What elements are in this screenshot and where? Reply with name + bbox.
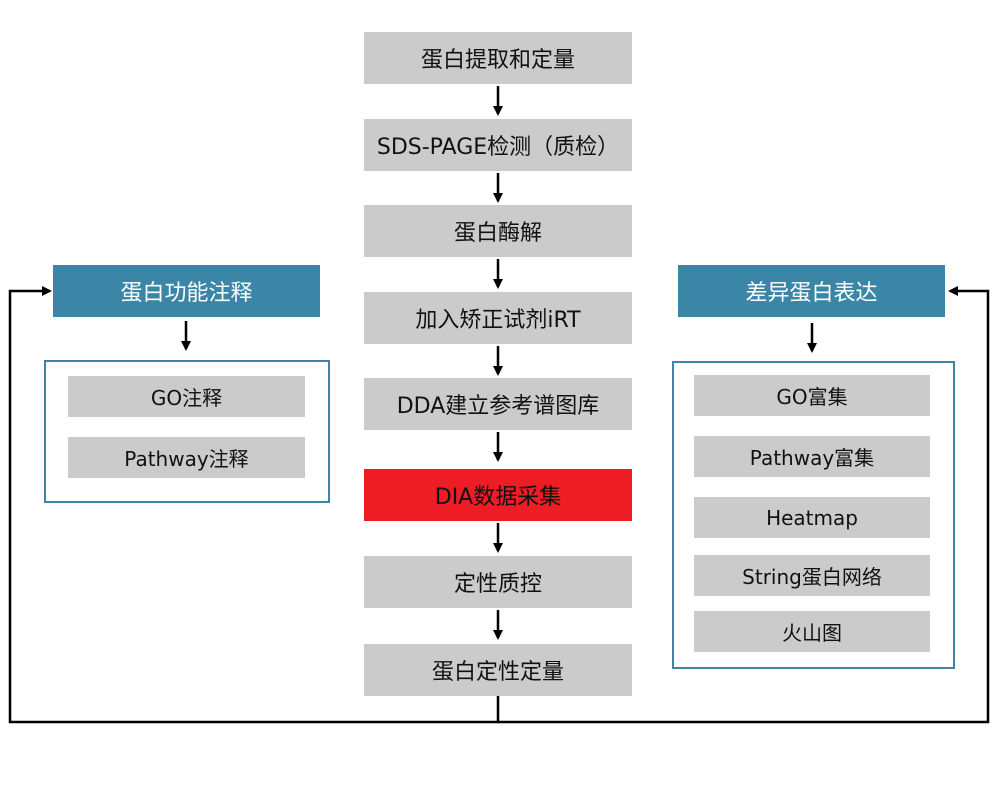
step-sds-page: SDS-PAGE检测（质检）: [364, 119, 632, 171]
right-branch-title: 差异蛋白表达: [678, 265, 945, 317]
feedback-loop-right: [498, 286, 990, 724]
step-dda-library: DDA建立参考谱图库: [364, 378, 632, 430]
right-item-string-network: String蛋白网络: [694, 555, 930, 596]
right-item-volcano: 火山图: [694, 611, 930, 652]
right-item-go: GO富集: [694, 375, 930, 416]
step-digestion: 蛋白酶解: [364, 205, 632, 257]
step-irt: 加入矫正试剂iRT: [364, 292, 632, 344]
step-quantification: 蛋白定性定量: [364, 644, 632, 696]
right-item-heatmap: Heatmap: [694, 497, 930, 538]
step-protein-extraction: 蛋白提取和定量: [364, 32, 632, 84]
right-item-pathway: Pathway富集: [694, 436, 930, 477]
feedback-loop: [8, 286, 500, 724]
left-item-pathway: Pathway注释: [68, 437, 305, 478]
step-dia-acquisition: DIA数据采集: [364, 469, 632, 521]
left-item-go: GO注释: [68, 376, 305, 417]
step-qualitative-qc: 定性质控: [364, 556, 632, 608]
right-branch-panel: [672, 361, 955, 669]
left-branch-panel: [44, 360, 330, 503]
left-branch-title: 蛋白功能注释: [53, 265, 320, 317]
